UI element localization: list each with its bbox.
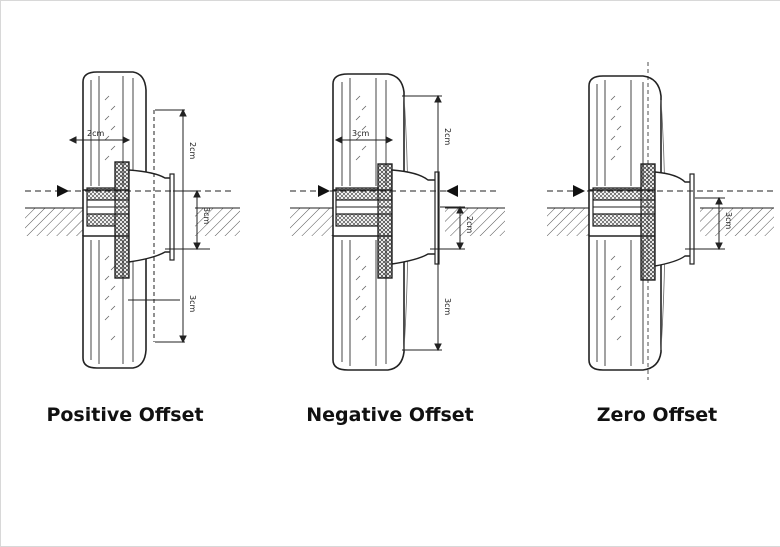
hub [654, 171, 692, 267]
panel-negative-offset: 2cm 2cm 3cm 3cm [290, 0, 540, 400]
caption-negative-offset: Negative Offset [306, 404, 474, 426]
hub-plate [169, 173, 175, 261]
centerline-arrow [573, 185, 585, 197]
wheel-diagram-zero: 3cm [547, 62, 775, 380]
vertical-dimension [128, 108, 210, 344]
wheel-diagram-positive: 2cm 3cm 3cm 2cm [25, 71, 240, 369]
dim-vertical-top: 2cm [443, 128, 452, 145]
ground-right [445, 208, 505, 236]
hub-dimension [685, 196, 725, 251]
ground-left [547, 208, 589, 236]
dim-hub: 3cm [202, 207, 211, 224]
ground-right [700, 208, 774, 236]
dim-hub: 2cm [465, 216, 474, 233]
vertical-dimension [402, 94, 465, 352]
ground-left [25, 208, 83, 236]
hub-plate [689, 173, 695, 265]
dim-vertical-top: 2cm [188, 142, 197, 159]
panel-positive-offset: 2cm 3cm 3cm 2cm [25, 0, 275, 400]
dim-top: 2cm [87, 129, 104, 138]
centerline-arrow [57, 185, 69, 197]
dim-top: 3cm [352, 129, 369, 138]
centerline-arrow-left [318, 185, 330, 197]
panel-zero-offset: 3cm [545, 0, 780, 400]
ground-right [195, 208, 240, 236]
dim-vertical-bottom: 3cm [188, 295, 197, 312]
rim-flange [377, 163, 393, 279]
centerline-arrow-right [446, 185, 458, 197]
horizontal-dimension [334, 136, 394, 144]
ground-left [290, 208, 333, 236]
wheel-diagram-negative: 2cm 2cm 3cm 3cm [290, 73, 505, 371]
dim-hub: 3cm [724, 212, 733, 229]
rim-flange [114, 161, 130, 279]
hub-plate [434, 171, 440, 265]
caption-positive-offset: Positive Offset [46, 404, 204, 426]
caption-zero-offset: Zero Offset [596, 404, 718, 426]
hub [128, 169, 174, 263]
hub [391, 169, 437, 265]
dim-vertical-bottom: 3cm [443, 298, 452, 315]
horizontal-dimension [68, 136, 131, 144]
